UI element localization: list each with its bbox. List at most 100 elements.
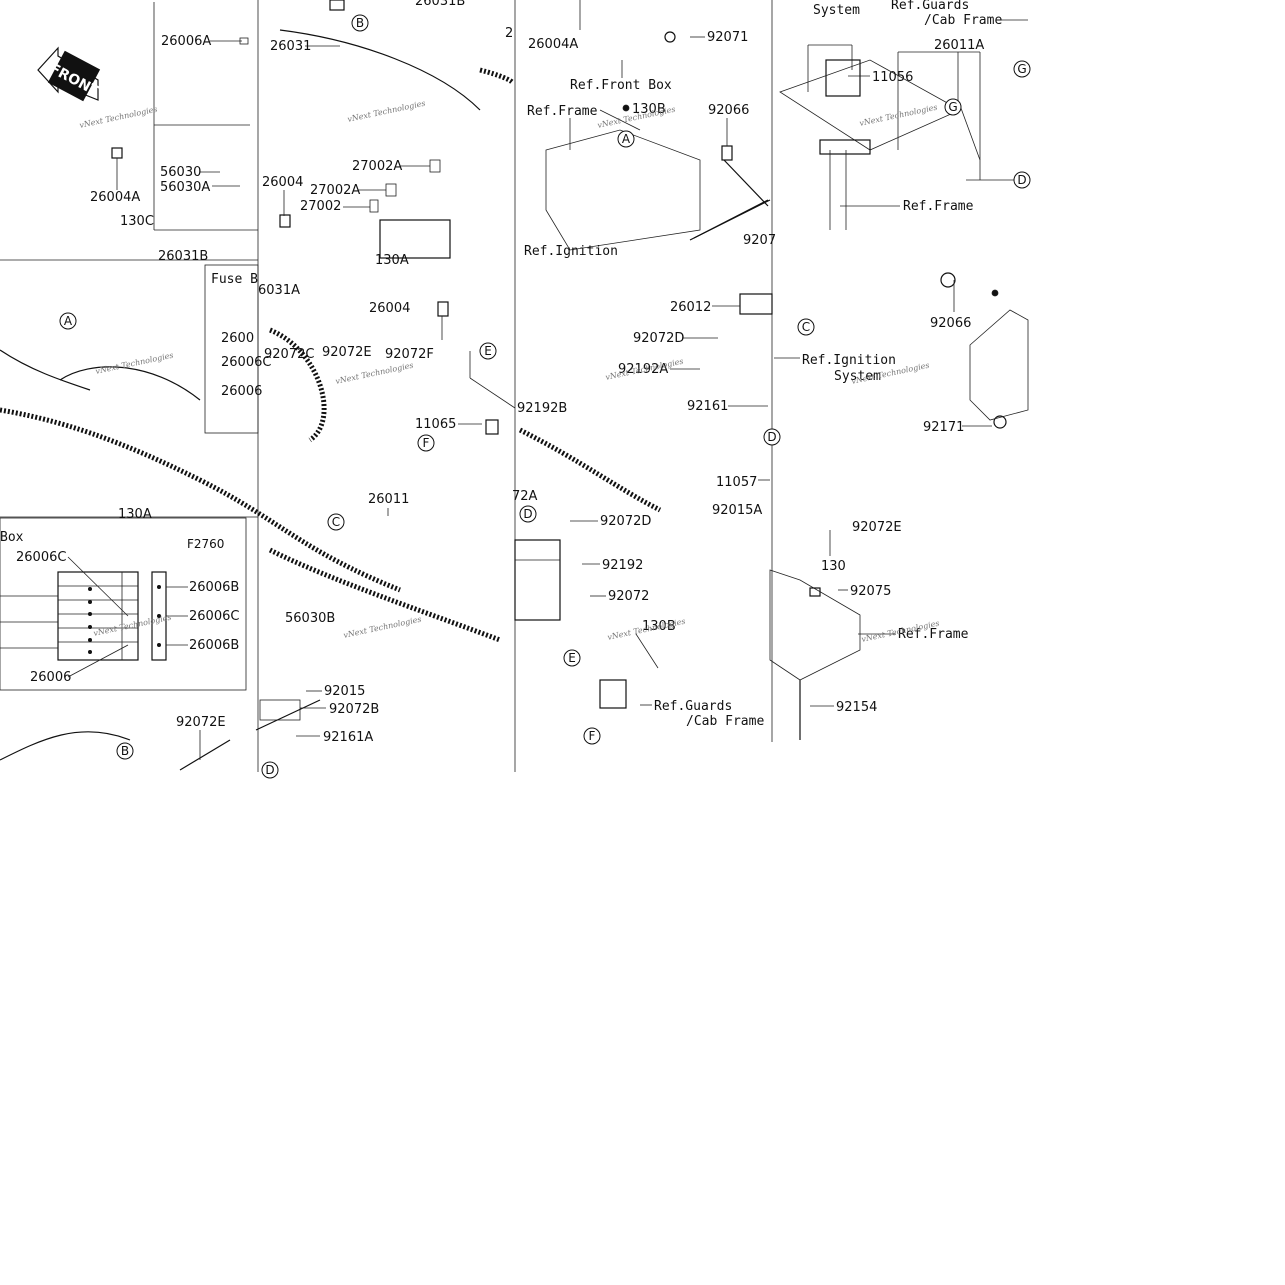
- part-number-label: 26006B: [189, 580, 239, 595]
- part-number-label: 26031: [270, 39, 311, 54]
- part-number-label: 26006: [30, 670, 71, 685]
- callout-marker: A: [617, 130, 635, 148]
- callout-letter: F: [423, 436, 430, 450]
- part-number-label: 56030B: [285, 611, 335, 626]
- callout-marker: D: [261, 761, 279, 779]
- part-number-label: 92066: [708, 103, 749, 118]
- part-number-label: 26031B: [415, 0, 465, 9]
- callout-circle: [351, 14, 369, 32]
- part-number-label: 27002A: [352, 159, 402, 174]
- callout-marker: D: [1013, 171, 1031, 189]
- part-number-label: 26006C: [221, 355, 271, 370]
- part-number-label: 26004: [369, 301, 410, 316]
- part-number-label: 92072: [608, 589, 649, 604]
- callout-circle: [261, 761, 279, 779]
- callout-circle: [797, 318, 815, 336]
- callout-marker: E: [563, 649, 581, 667]
- callout-letter: A: [622, 132, 631, 146]
- part-number-label: 130C: [120, 214, 154, 229]
- part-number-label: 26012: [670, 300, 711, 315]
- part-number-label: 92072D: [600, 514, 651, 529]
- fuse-box-title-2: Box: [0, 530, 24, 545]
- part-number-label: 92192: [602, 558, 643, 573]
- part-number-label: 26011A: [934, 38, 984, 53]
- callout-marker: B: [351, 14, 369, 32]
- callout-circle: [116, 742, 134, 760]
- callout-marker: C: [797, 318, 815, 336]
- callout-letter: D: [1017, 173, 1026, 187]
- part-number-label: 92072C: [264, 347, 314, 362]
- part-number-label: 26004A: [528, 37, 578, 52]
- part-number-label: 130: [821, 559, 846, 574]
- callout-marker: G: [944, 98, 962, 116]
- part-number-label: 92161A: [323, 730, 373, 745]
- callout-letter: D: [265, 763, 274, 777]
- part-number-label: 26006C: [16, 550, 66, 565]
- callout-marker: F: [583, 727, 601, 745]
- leader-lines: [116, 0, 1028, 760]
- fuse-box-detail: Fuse B Box F2760: [0, 264, 259, 691]
- callout-letter: E: [568, 651, 576, 665]
- callout-letter: C: [332, 515, 340, 529]
- part-number-label: 6031A: [258, 283, 300, 298]
- reference-label: /Cab Frame: [686, 714, 764, 729]
- callout-letter: C: [802, 320, 810, 334]
- part-number-label: 130B: [642, 619, 676, 634]
- part-number-label: 2: [505, 26, 513, 41]
- part-number-label: 26031B: [158, 249, 208, 264]
- part-number-label: 92072F: [385, 347, 434, 362]
- reference-label: /Cab Frame: [924, 13, 1002, 28]
- part-number-label: 130A: [118, 507, 152, 522]
- callout-circle: [583, 727, 601, 745]
- watermark-text: vNext Technologies: [343, 615, 423, 640]
- part-number-label: 56030A: [160, 180, 210, 195]
- callout-circle: [519, 505, 537, 523]
- panel-borders: [0, 0, 773, 772]
- part-number-label: 26004: [262, 175, 303, 190]
- watermark-text: vNext Technologies: [79, 105, 159, 130]
- callout-marker: E: [479, 342, 497, 360]
- part-number-label: 27002: [300, 199, 341, 214]
- part-number-label: 26011: [368, 492, 409, 507]
- part-number-label: 11057: [716, 475, 757, 490]
- callout-circle: [1013, 171, 1031, 189]
- reference-label: Ref.Ignition: [802, 353, 896, 368]
- callout-circle: [59, 312, 77, 330]
- callout-circle: [617, 130, 635, 148]
- callout-letter: D: [767, 430, 776, 444]
- part-number-label: 26006A: [161, 34, 211, 49]
- front-arrow: FRONT: [37, 46, 102, 102]
- part-number-label: 92072E: [176, 715, 226, 730]
- ref-labels: Ref.Front BoxRef.FrameRef.FrameRef.Ignit…: [524, 0, 1002, 729]
- callout-circle: [763, 428, 781, 446]
- part-number-label: 92072E: [852, 520, 902, 535]
- reference-label: System: [813, 3, 860, 18]
- callout-marker: C: [327, 513, 345, 531]
- part-number-label: 92192A: [618, 362, 668, 377]
- callout-letter: B: [356, 16, 364, 30]
- part-number-label: 92154: [836, 700, 877, 715]
- reference-label: Ref.Frame: [527, 104, 598, 119]
- part-number-label: 92192B: [517, 401, 567, 416]
- callout-circle: [1013, 60, 1031, 78]
- part-number-label: 92071: [707, 30, 748, 45]
- callout-letter: E: [484, 344, 492, 358]
- callout-circle: [479, 342, 497, 360]
- part-number-label: 26006: [221, 384, 262, 399]
- callout-circle: [944, 98, 962, 116]
- callout-marker: G: [1013, 60, 1031, 78]
- part-number-label: 26006B: [189, 638, 239, 653]
- callout-letter: G: [1017, 62, 1026, 76]
- watermark-text: vNext Technologies: [347, 99, 427, 124]
- reference-label: Ref.Frame: [903, 199, 974, 214]
- part-number-label: 92015: [324, 684, 365, 699]
- part-number-label: 92161: [687, 399, 728, 414]
- callout-circle: [563, 649, 581, 667]
- reference-label: Ref.Guards: [654, 699, 732, 714]
- part-number-label: 9207: [743, 233, 776, 248]
- callout-letter: D: [523, 507, 532, 521]
- part-number-label: 130B: [632, 102, 666, 117]
- part-labels: 26006A26004A130C5603056030A26031B2603126…: [16, 0, 984, 745]
- part-number-label: 11056: [872, 70, 913, 85]
